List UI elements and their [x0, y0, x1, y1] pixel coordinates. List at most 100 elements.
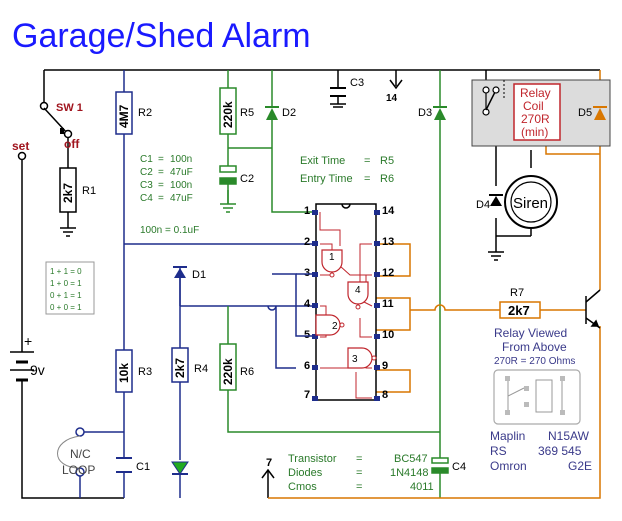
cap-value-4: 47uF — [170, 193, 193, 204]
comp-eq-3: = — [356, 481, 362, 493]
nc-loop: N/C LOOP — [57, 427, 95, 477]
entry-time-value: R6 — [380, 173, 394, 185]
resistor-r3: 10k R3 — [115, 349, 152, 393]
pin-14: 14 — [382, 205, 395, 217]
pin-3: 3 — [304, 267, 310, 279]
pin-13: 13 — [382, 236, 394, 248]
relay-label-1: Relay — [520, 86, 551, 100]
r7-value: 2k7 — [508, 303, 530, 318]
cap-name-4: C4 — [140, 193, 153, 204]
cap-name-3: C3 — [140, 180, 153, 191]
loop-label-2: LOOP — [62, 463, 95, 477]
supplier-name-2: RS — [490, 444, 507, 458]
comp-eq-1: = — [356, 453, 362, 465]
r2-value: 4M7 — [117, 104, 131, 128]
resistor-r7: 2k7 R7 — [499, 287, 541, 319]
supplier-name-3: Omron — [490, 459, 527, 473]
r6-value: 220k — [221, 358, 235, 385]
pin-7: 7 — [304, 389, 310, 401]
truth-row-1: 1 + 1 = 0 — [50, 267, 82, 276]
node-7-label: 7 — [266, 457, 272, 469]
d5-label: D5 — [578, 107, 592, 119]
pin-10: 10 — [382, 329, 394, 341]
diode-d3: D3 — [418, 106, 447, 120]
comp-name-2: Diodes — [288, 467, 323, 479]
pin-9: 9 — [382, 360, 388, 372]
r7-label: R7 — [510, 287, 524, 299]
cap-eq-4: = — [158, 193, 164, 204]
capacitor-c2: C2 — [219, 165, 254, 204]
exit-time-value: R5 — [380, 155, 394, 167]
pin-4: 4 — [304, 298, 311, 310]
relay-label-4: (min) — [521, 125, 548, 139]
truth-row-4: 0 + 0 = 1 — [50, 303, 82, 312]
node-14-marker: 14 — [386, 79, 403, 104]
d2-label: D2 — [282, 107, 296, 119]
gate-1-label: 1 — [329, 252, 335, 263]
gate-4-label: 4 — [355, 285, 361, 296]
c3-label: C3 — [350, 77, 364, 89]
comp-value-2: 1N4148 — [390, 467, 429, 479]
ground-symbol — [60, 227, 76, 237]
ic-pins-right — [374, 210, 380, 401]
resistor-r5: 220k R5 — [219, 87, 254, 135]
relay-view-caption: Relay Viewed From Above 270R = 270 Ohms — [494, 326, 575, 367]
comp-name-3: Cmos — [288, 481, 317, 493]
resistor-r2: 4M7 R2 — [115, 91, 152, 135]
d4-label: D4 — [476, 199, 490, 211]
resistor-r1: 2k7 R1 — [59, 167, 96, 213]
supplier-part-3: G2E — [568, 459, 592, 473]
diode-d4: D4 — [476, 194, 503, 211]
d3-label: D3 — [418, 107, 432, 119]
nand-gate-3: 3 — [347, 347, 377, 369]
pin-1: 1 — [304, 205, 310, 217]
cap-value-3: 100n — [170, 180, 192, 191]
ic-pins-left — [312, 210, 318, 401]
pin-11: 11 — [382, 298, 394, 310]
hundred-n-note: 100n = 0.1uF — [140, 225, 199, 236]
led-indicator — [171, 461, 189, 475]
truth-row-3: 0 + 1 = 1 — [50, 291, 82, 300]
truth-row-2: 1 + 0 = 1 — [50, 279, 82, 288]
battery-voltage-label: 9v — [30, 362, 45, 378]
set-label: set — [12, 139, 29, 153]
diode-d2: D2 — [265, 106, 296, 120]
timing-notes: Exit Time = R5 Entry Time = R6 — [300, 155, 394, 185]
cap-name-2: C2 — [140, 167, 153, 178]
diode-d5: D5 — [578, 106, 607, 120]
off-label: off — [64, 137, 80, 151]
wire-crossovers — [267, 273, 312, 369]
nand-gate-4: 4 — [347, 281, 369, 310]
capacitor-c3: C3 — [330, 77, 364, 108]
cap-eq-1: = — [158, 154, 164, 165]
r4-value: 2k7 — [173, 358, 187, 378]
switch-sw1: SW 1 set off — [12, 101, 83, 161]
r4-label: R4 — [194, 363, 208, 375]
sw1-label: SW 1 — [56, 102, 83, 114]
r2-label: R2 — [138, 107, 152, 119]
r3-label: R3 — [138, 366, 152, 378]
relay: Relay Coil 270R (min) — [471, 79, 611, 147]
c4-label: C4 — [452, 461, 466, 473]
pin-6: 6 — [304, 360, 310, 372]
r5-value: 220k — [221, 101, 235, 128]
battery-plus-label: + — [24, 333, 32, 349]
pin-12: 12 — [382, 267, 394, 279]
r5-label: R5 — [240, 107, 254, 119]
c1-label: C1 — [136, 461, 150, 473]
gate-3-label: 3 — [352, 354, 358, 365]
cap-eq-3: = — [158, 180, 164, 191]
diagram-title: Garage/Shed Alarm — [12, 17, 311, 55]
r3-value: 10k — [117, 363, 131, 383]
cap-name-1: C1 — [140, 154, 153, 165]
supplier-list: Maplin N15AW RS 369 545 Omron G2E — [490, 429, 592, 473]
nand-gate-2: 2 — [315, 314, 345, 336]
supplier-name-1: Maplin — [490, 429, 525, 443]
r1-value: 2k7 — [61, 183, 75, 203]
supplier-part-1: N15AW — [548, 429, 590, 443]
green-wires — [227, 70, 441, 498]
entry-time-eq: = — [364, 173, 370, 185]
comp-name-1: Transistor — [288, 453, 337, 465]
relay-view-line-1: Relay Viewed — [494, 326, 567, 340]
relay-view-line-2: From Above — [502, 340, 567, 354]
